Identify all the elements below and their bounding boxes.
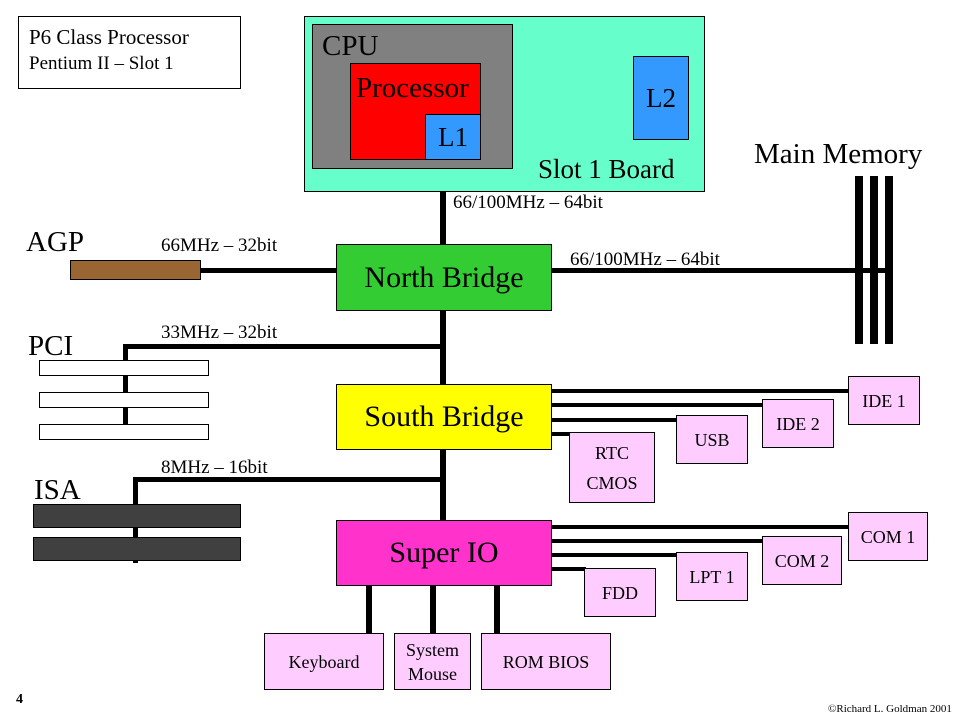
isa-slot-2: [33, 537, 241, 561]
com1-box: COM 1: [848, 512, 928, 561]
cpu-label: CPU: [322, 30, 379, 62]
l2-label: L2: [646, 82, 676, 113]
isa-bus-label: 8MHz – 16bit: [161, 457, 268, 478]
agp-label: AGP: [26, 226, 85, 258]
ide2-box: IDE 2: [762, 399, 834, 448]
rombios-box: ROM BIOS: [481, 633, 611, 690]
copyright: ©Richard L. Goldman 2001: [828, 703, 952, 715]
pci-bus-line: [123, 344, 443, 349]
pci-bus-label: 33MHz – 32bit: [161, 322, 278, 343]
title-box: P6 Class Processor Pentium II – Slot 1: [18, 16, 241, 89]
memory-module-1: [855, 176, 863, 344]
mouse-label-line-2: Mouse: [408, 663, 457, 684]
mouse-line: [430, 584, 436, 634]
com2-box: COM 2: [762, 536, 842, 585]
rombios-label: ROM BIOS: [502, 651, 590, 672]
l1-label: L1: [438, 121, 468, 152]
usb-box: USB: [676, 415, 748, 464]
pci-slot-1: [39, 360, 209, 376]
cpu-bus-line: [440, 168, 446, 246]
south-bridge: South Bridge: [336, 384, 552, 450]
memory-line: [552, 268, 888, 273]
slot1-board-label: Slot 1 Board: [538, 154, 675, 184]
north-bridge-label: North Bridge: [364, 260, 524, 294]
ide1-box: IDE 1: [848, 376, 920, 425]
mouse-label-line-1: System: [405, 639, 459, 660]
com2-line: [552, 539, 764, 543]
pci-slot-2: [39, 392, 209, 408]
title-line-1: P6 Class Processor: [29, 25, 189, 49]
com1-label: COM 1: [860, 526, 916, 547]
rombios-line: [494, 584, 500, 634]
main-memory-label: Main Memory: [754, 138, 923, 170]
usb-label: USB: [694, 429, 730, 450]
south-superio-line: [440, 448, 446, 522]
north-bridge: North Bridge: [336, 244, 552, 311]
keyboard-line: [366, 584, 372, 634]
ide2-label: IDE 2: [776, 413, 820, 434]
cpu-bus-label: 66/100MHz – 64bit: [453, 192, 603, 213]
pci-label: PCI: [28, 330, 74, 362]
page-number: 4: [16, 692, 23, 707]
keyboard-box: Keyboard: [264, 633, 384, 690]
rtc-cmos-box: RTC CMOS: [569, 432, 655, 503]
memory-bus-label: 66/100MHz – 64bit: [570, 249, 720, 270]
lpt1-line: [552, 553, 678, 557]
fdd-label: FDD: [601, 582, 638, 603]
rtc-label: RTC: [595, 442, 629, 463]
ide1-line: [552, 389, 850, 393]
l2-cache-box: L2: [633, 56, 689, 140]
ide2-line: [552, 403, 764, 407]
cmos-label: CMOS: [586, 472, 638, 493]
memory-module-2: [870, 176, 878, 344]
mouse-box: System Mouse: [394, 633, 471, 690]
keyboard-label: Keyboard: [288, 651, 360, 672]
fdd-box: FDD: [584, 568, 656, 617]
com2-label: COM 2: [774, 550, 830, 571]
isa-slot-1: [33, 504, 241, 528]
pci-slot-3: [39, 424, 209, 440]
l1-cache-box: L1: [425, 114, 481, 160]
title-line-2: Pentium II – Slot 1: [29, 53, 174, 74]
lpt1-box: LPT 1: [676, 552, 748, 601]
isa-bus-line: [133, 477, 443, 482]
processor-label: Processor: [356, 72, 469, 104]
rtc-line: [552, 432, 570, 436]
north-south-line: [440, 310, 446, 386]
agp-bus-label: 66MHz – 32bit: [161, 235, 278, 256]
agp-line: [200, 268, 338, 273]
super-io: Super IO: [336, 520, 552, 586]
ide1-label: IDE 1: [862, 390, 906, 411]
memory-module-3: [885, 176, 893, 344]
agp-card: [70, 260, 201, 280]
super-io-label: Super IO: [389, 536, 499, 569]
com1-line: [552, 525, 850, 529]
isa-label: ISA: [34, 474, 81, 506]
usb-line: [552, 418, 678, 422]
fdd-line: [552, 567, 586, 571]
lpt1-label: LPT 1: [689, 566, 735, 587]
south-bridge-label: South Bridge: [364, 400, 524, 433]
